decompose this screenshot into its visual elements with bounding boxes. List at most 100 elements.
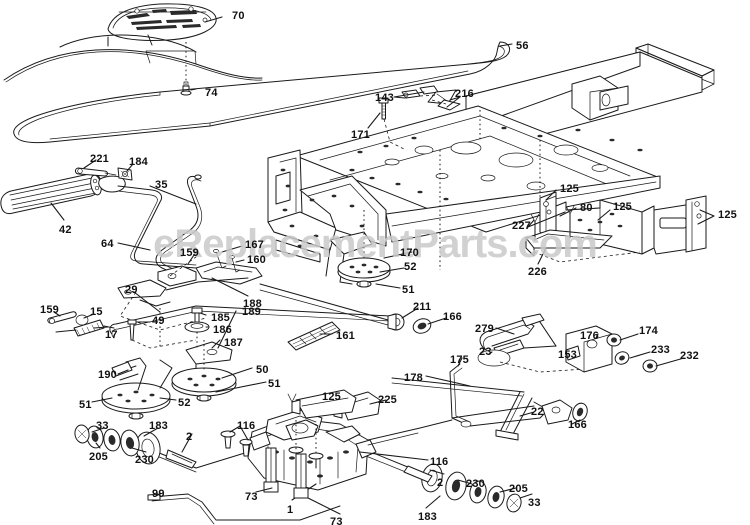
leader-170 [383,251,413,259]
hood-top-edge [3,49,263,81]
leader-64 [117,242,151,251]
bar-175-178 [391,363,549,441]
leader-52b [159,397,177,401]
leader-187 [211,339,221,349]
leader-73b [307,497,341,515]
callout-125: 125 [718,209,737,221]
pin-49 [127,319,137,341]
fastener-227-b [565,205,575,239]
callout-161: 161 [336,330,355,342]
callout-211: 211 [413,301,432,313]
group-seat-70 [107,3,217,41]
callout-230: 230 [135,454,154,466]
bracket-184 [98,167,133,193]
callout-33: 33 [96,420,109,432]
leader-15 [83,313,95,319]
callout-159: 159 [180,247,199,259]
callout-225: 225 [378,394,397,406]
callout-52: 52 [178,397,191,409]
leader-211 [401,307,419,319]
leader-221 [83,159,97,169]
lift-bracket-125-top [287,389,357,419]
ring-23 [477,349,511,367]
callout-171: 171 [351,129,370,141]
callout-2: 2 [437,477,444,489]
leader-233 [629,351,651,359]
leader-143 [393,91,425,99]
fastener-227-a [530,213,540,241]
leader-51a [375,283,401,289]
callout-51: 51 [402,284,415,296]
leader-50 [221,367,253,379]
callout-17: 17 [105,329,118,341]
callout-230: 230 [466,478,485,490]
leader-185 [199,312,207,316]
callout-125: 125 [560,183,579,195]
bracket-lower-166b [541,399,588,425]
callout-70: 70 [232,10,245,22]
callout-15: 15 [90,306,103,318]
leader-80 [559,207,577,217]
leader-70 [204,16,223,23]
callout-143: 143 [375,92,394,104]
callout-125: 125 [613,201,632,213]
callout-232: 232 [680,350,699,362]
leader-116b [359,451,429,461]
nut-174 [606,333,622,347]
callout-50: 50 [256,364,269,376]
callout-279: 279 [475,323,494,335]
handle-grip-42 [0,173,102,215]
leader-153 [523,321,557,349]
leader-56 [499,43,513,47]
leader-33b [519,493,533,499]
leader-116a [229,425,249,441]
callout-233: 233 [651,344,670,356]
callout-22: 22 [531,406,544,418]
linkage-188 [117,261,263,307]
callout-178: 178 [404,372,423,384]
leader-2b [429,469,445,475]
callout-174: 174 [639,325,658,337]
leader-159a [187,251,197,265]
bar-161 [287,321,341,351]
callout-185: 185 [211,312,230,324]
leader-205b [499,487,517,493]
callout-175: 175 [450,354,469,366]
leader-230b [457,479,473,485]
pulley-50 [171,367,237,402]
leader-279 [495,327,515,335]
callout-33: 33 [528,497,541,509]
callout-35: 35 [155,179,168,191]
leader-125b [597,209,611,221]
leader-166b [571,419,581,425]
washer-233 [614,351,630,365]
pulley-52b-190 [101,357,173,420]
washer-166a [412,318,432,334]
callout-159: 159 [40,304,59,316]
callout-221: 221 [90,153,109,165]
callout-188: 188 [243,298,262,310]
leader-125c [697,209,715,225]
leader-52a [379,267,405,273]
callout-2: 2 [186,431,193,443]
tube-64 [117,185,197,269]
leader-205a [95,442,101,449]
callout-56: 56 [516,40,529,52]
pins-167-160 [213,249,241,273]
clips-143-216 [401,85,461,111]
leader-216 [446,96,461,108]
callout-227: 227 [512,220,531,232]
callout-189: 189 [242,306,261,318]
callout-80: 80 [580,202,593,214]
leader-35 [149,185,197,205]
clip-159b [47,311,77,324]
callout-184: 184 [129,156,148,168]
leader-166a [427,317,447,325]
leader-23 [488,351,493,355]
leader-2a [181,433,193,453]
leader-22 [519,411,535,417]
callout-176: 176 [580,330,599,342]
callout-205: 205 [89,451,108,463]
leader-183a [143,427,159,437]
